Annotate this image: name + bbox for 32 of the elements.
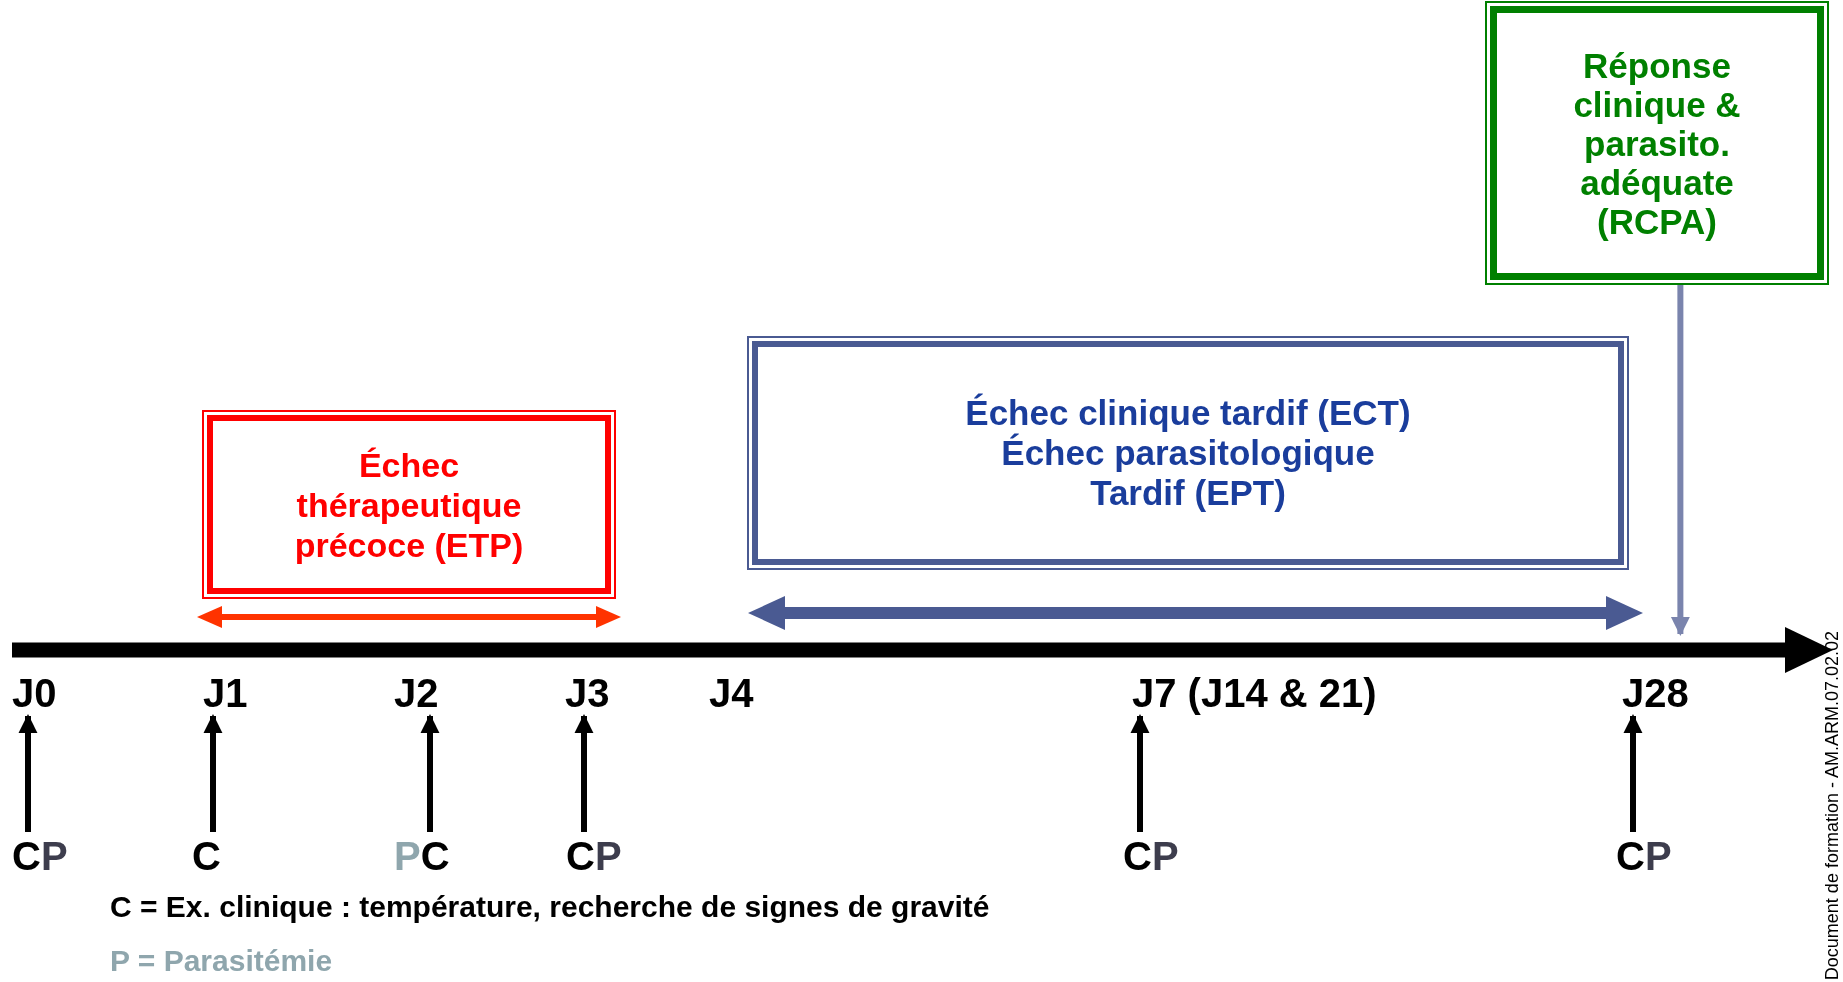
measure-letter: P (594, 836, 622, 876)
box-text: Échec clinique tardif (ECT) (965, 393, 1411, 433)
measure-letter: C (192, 836, 221, 876)
arrow (18, 714, 38, 832)
day-label: J4 (709, 670, 754, 716)
measure-letter: C (566, 836, 595, 876)
arrow (420, 714, 440, 832)
measure-letter: C (1123, 836, 1152, 876)
day-label: J2 (394, 670, 454, 716)
day-label: J7 (J14 & 21) (1132, 670, 1432, 716)
day-label: J0 (12, 670, 72, 716)
arrow (1623, 714, 1643, 832)
box-text: Réponse clinique & parasito. adéquate (RCPA) (1572, 45, 1742, 241)
measure-letter: C (12, 836, 41, 876)
day-label: J28 (1622, 634, 1702, 716)
measure-letter: C (420, 836, 450, 876)
arrow (1130, 714, 1150, 832)
day-label: J1 (203, 670, 253, 716)
document-reference: Document de formation - AM.ARM.07.02.02 (1822, 630, 1842, 980)
legend-text: P = Parasitémie (110, 946, 333, 976)
measure-letter: P (1644, 836, 1672, 876)
arrow (1670, 284, 1690, 636)
measure-letter: P (394, 836, 421, 876)
measure-letter: P (1151, 836, 1179, 876)
measure-letter: P (40, 836, 68, 876)
legend-text: C = Ex. clinique : température, recherche de signes de gravité (110, 892, 990, 922)
box-text: Échec parasitologique Tardif (EPT) (1000, 433, 1376, 513)
day-label: J3 (565, 670, 625, 716)
arrow (203, 714, 223, 832)
arrow (574, 714, 594, 832)
box-text: Échec thérapeutique précoce (ETP) (293, 444, 525, 565)
measure-letter: C (1616, 836, 1645, 876)
